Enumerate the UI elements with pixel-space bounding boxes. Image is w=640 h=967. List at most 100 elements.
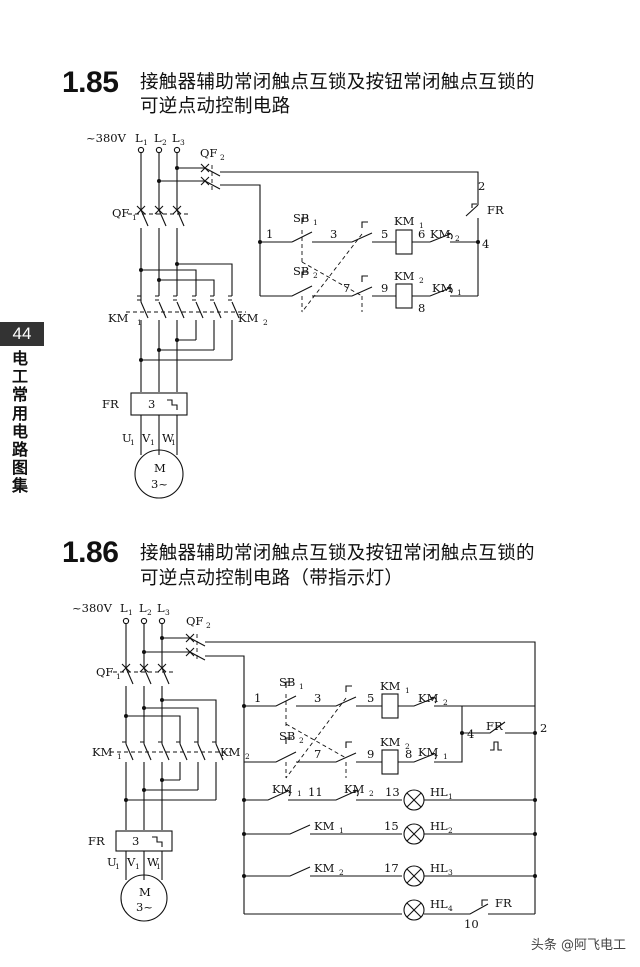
svg-text:11: 11	[308, 785, 323, 799]
svg-text:L: L	[135, 131, 143, 145]
svg-text:3: 3	[314, 691, 321, 705]
km1-coil-1	[395, 229, 413, 255]
svg-text:1: 1	[132, 213, 137, 222]
svg-text:2: 2	[455, 234, 460, 243]
motor-1	[134, 449, 184, 499]
watermark: 头条 @阿飞电工	[530, 938, 626, 953]
svg-text:2: 2	[263, 318, 268, 327]
svg-text:U: U	[122, 431, 132, 445]
section-number-1: 1.85	[62, 66, 119, 99]
svg-text:M: M	[139, 885, 151, 899]
svg-text:2: 2	[147, 608, 152, 617]
section-number-2: 1.86	[62, 536, 119, 569]
svg-text:15: 15	[384, 819, 399, 833]
qf1-label: QF	[112, 206, 129, 220]
svg-text:1: 1	[297, 789, 302, 798]
svg-text:1: 1	[266, 227, 273, 241]
svg-text:2: 2	[448, 826, 453, 835]
svg-text:7: 7	[314, 747, 321, 761]
km2-coil-1	[395, 283, 413, 309]
svg-text:FR: FR	[486, 719, 503, 733]
svg-text:FR: FR	[487, 203, 504, 217]
svg-text:6: 6	[418, 227, 425, 241]
km2-coil-2	[381, 749, 399, 775]
voltage-label: ~380V	[86, 131, 127, 145]
svg-text:HL: HL	[430, 897, 448, 911]
svg-text:2: 2	[299, 736, 304, 745]
svg-text:2: 2	[206, 621, 211, 630]
svg-text:2: 2	[339, 868, 344, 877]
svg-text:1: 1	[339, 826, 344, 835]
qf2-label: QF	[200, 146, 217, 160]
svg-text:KM: KM	[314, 861, 335, 875]
book-title: 电 工 常 用 电 路 图 集	[11, 349, 28, 496]
svg-text:V: V	[141, 431, 151, 445]
svg-text:1: 1	[457, 288, 462, 297]
fr-main-label-2: FR	[88, 834, 105, 848]
svg-text:L: L	[120, 601, 128, 615]
svg-text:1: 1	[143, 138, 148, 147]
svg-text:3: 3	[132, 834, 139, 848]
svg-text:U: U	[107, 855, 117, 869]
svg-text:1: 1	[156, 862, 161, 871]
svg-text:1: 1	[128, 608, 133, 617]
svg-text:FR: FR	[495, 896, 512, 910]
svg-text:4: 4	[448, 904, 453, 913]
svg-text:1: 1	[405, 686, 410, 695]
svg-text:2: 2	[478, 179, 485, 193]
svg-text:L: L	[139, 601, 147, 615]
svg-text:HL: HL	[430, 861, 448, 875]
svg-text:2: 2	[313, 271, 318, 280]
qf1-label-2: QF	[96, 665, 113, 679]
svg-text:3~: 3~	[136, 900, 153, 914]
section-title-2b: 可逆点动控制电路（带指示灯）	[140, 568, 404, 589]
svg-text:2: 2	[405, 742, 410, 751]
svg-text:KM: KM	[430, 227, 451, 241]
svg-text:KM: KM	[394, 269, 415, 283]
svg-text:KM: KM	[272, 782, 293, 796]
km1-coil-2	[381, 693, 399, 719]
svg-text:KM: KM	[380, 679, 401, 693]
voltage-label-2: ~380V	[72, 601, 113, 615]
svg-text:2: 2	[419, 276, 424, 285]
svg-text:W: W	[162, 431, 174, 445]
svg-text:W: W	[147, 855, 159, 869]
svg-text:1: 1	[254, 691, 261, 705]
svg-text:9: 9	[367, 747, 374, 761]
svg-text:1: 1	[419, 221, 424, 230]
section-title-1a: 接触器辅助常闭触点互锁及按钮常闭触点互锁的	[140, 72, 535, 93]
svg-text:13: 13	[385, 785, 400, 799]
svg-text:1: 1	[171, 438, 176, 447]
svg-text:HL: HL	[430, 785, 448, 799]
svg-text:HL: HL	[430, 819, 448, 833]
page-number: 44	[0, 322, 44, 346]
svg-text:V: V	[126, 855, 136, 869]
svg-text:5: 5	[367, 691, 374, 705]
sb2-label-2: SB	[279, 729, 295, 743]
km2-main-label: KM	[238, 311, 259, 325]
sb1-label-2: SB	[279, 675, 295, 689]
svg-text:1: 1	[443, 752, 448, 761]
svg-text:3: 3	[330, 227, 337, 241]
svg-text:2: 2	[369, 789, 374, 798]
svg-text:KM: KM	[394, 214, 415, 228]
svg-text:KM: KM	[418, 691, 439, 705]
svg-text:2: 2	[245, 752, 250, 761]
svg-text:1: 1	[299, 682, 304, 691]
motor-2	[120, 874, 168, 922]
svg-text:1: 1	[313, 218, 318, 227]
svg-text:9: 9	[381, 281, 388, 295]
sb2-label: SB	[293, 264, 309, 278]
svg-text:4: 4	[467, 727, 474, 741]
svg-text:1: 1	[137, 318, 142, 327]
svg-text:L: L	[172, 131, 180, 145]
svg-text:1: 1	[117, 752, 122, 761]
svg-text:KM: KM	[432, 281, 453, 295]
svg-text:KM: KM	[314, 819, 335, 833]
sb1-label: SB	[293, 211, 309, 225]
svg-text:M: M	[154, 461, 166, 475]
section-title-2a: 接触器辅助常闭触点互锁及按钮常闭触点互锁的	[140, 543, 535, 564]
svg-text:1: 1	[150, 438, 155, 447]
km1-main-label-2: KM	[92, 745, 113, 759]
svg-text:4: 4	[482, 237, 489, 251]
